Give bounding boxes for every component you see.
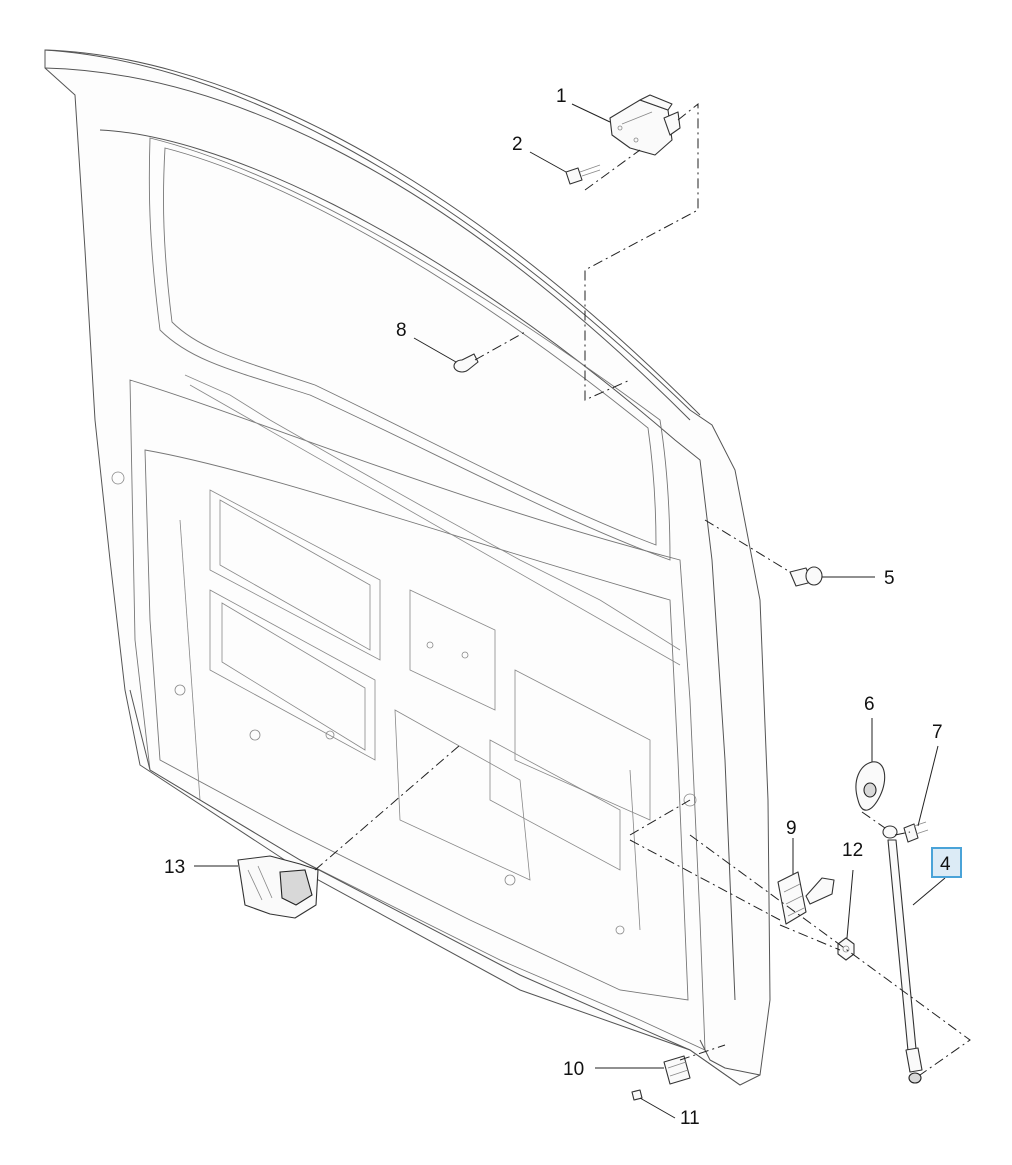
part-12-nut <box>837 937 855 961</box>
callout-5: 5 <box>822 568 895 589</box>
callout-1: 1 <box>556 86 611 123</box>
callout-1-label: 1 <box>556 86 567 107</box>
callout-7: 7 <box>917 722 943 827</box>
centerlines <box>314 102 971 1076</box>
callout-11: 11 <box>639 1097 700 1129</box>
callout-5-label: 5 <box>884 568 895 589</box>
callout-2: 2 <box>512 134 567 173</box>
part-7-bolt <box>903 821 929 843</box>
callout-4-label: 4 <box>940 854 951 875</box>
part-13-actuator <box>237 855 319 919</box>
callout-11-label: 11 <box>680 1108 700 1129</box>
callout-10: 10 <box>563 1059 664 1080</box>
callout-13-label: 13 <box>164 857 185 878</box>
callout-12-label: 12 <box>842 840 863 861</box>
part-11-screw <box>631 1089 643 1101</box>
callout-13: 13 <box>164 857 238 878</box>
liftgate-door-panel <box>44 49 771 1086</box>
part-5-bumper <box>789 566 823 587</box>
callout-4: 4 <box>912 847 962 906</box>
callout-8: 8 <box>396 320 457 363</box>
callout-12: 12 <box>842 840 863 939</box>
callout-8-label: 8 <box>396 320 407 341</box>
part-10-clip <box>663 1055 691 1085</box>
callout-2-label: 2 <box>512 134 523 155</box>
callout-9-label: 9 <box>786 818 797 839</box>
part-8-pin <box>453 353 479 373</box>
callout-4-highlight <box>931 847 962 878</box>
part-2-screw <box>565 164 601 185</box>
callout-7-label: 7 <box>932 722 943 743</box>
callout-6: 6 <box>864 694 875 762</box>
part-6-bracket <box>855 761 886 811</box>
callout-9: 9 <box>786 818 797 874</box>
part-4-gas-strut <box>882 825 923 1084</box>
part-9-latch <box>777 871 835 925</box>
part-1-hinge <box>609 94 681 156</box>
callout-6-label: 6 <box>864 694 875 715</box>
callout-10-label: 10 <box>563 1059 584 1080</box>
